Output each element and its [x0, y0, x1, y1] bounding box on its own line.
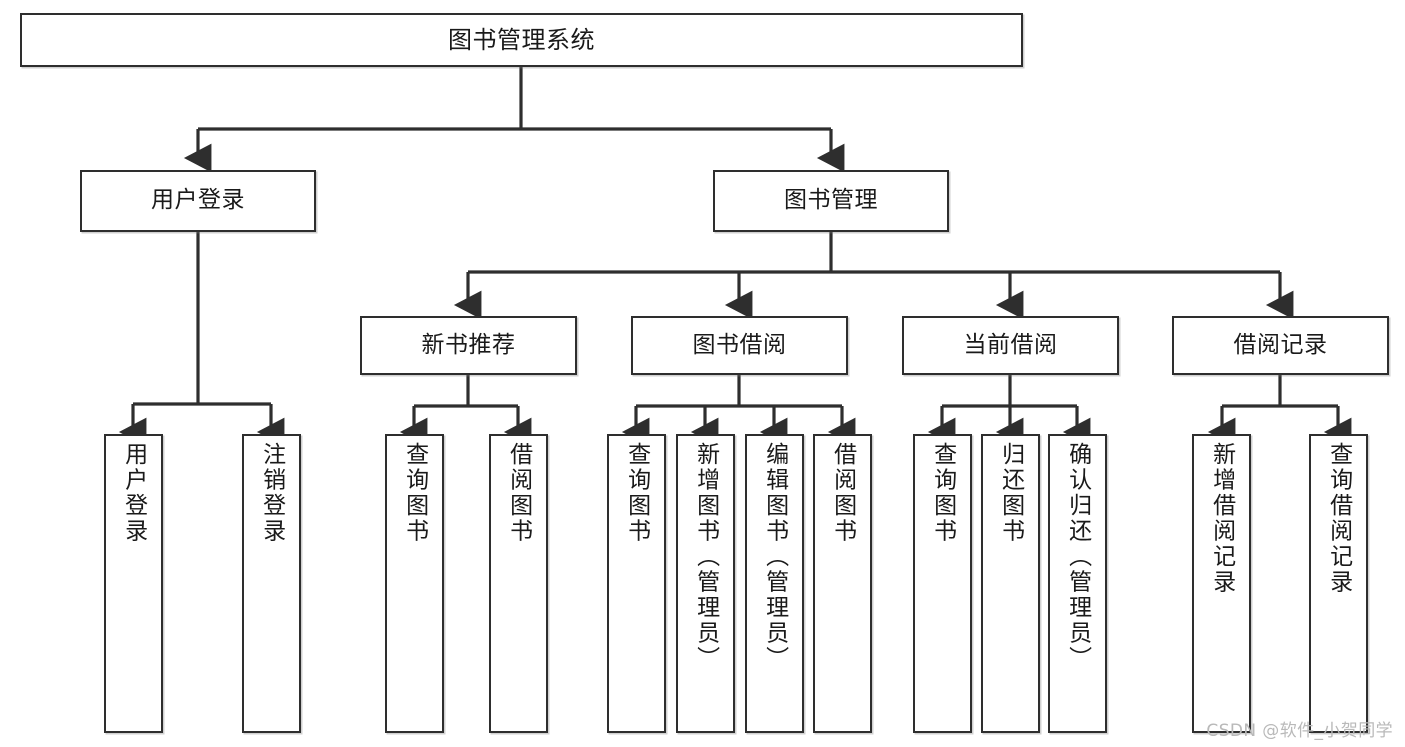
- node-label: 编辑图书（管理员）: [761, 442, 788, 672]
- node-label: 新增借阅记录: [1208, 442, 1235, 595]
- node-leaf-add-book[interactable]: 新增图书（管理员）: [676, 434, 735, 733]
- node-label: 用户登录: [120, 442, 147, 544]
- node-label: 确认归还（管理员）: [1064, 442, 1091, 672]
- node-leaf-query-book-2[interactable]: 查询图书: [607, 434, 666, 733]
- node-borrow-record[interactable]: 借阅记录: [1172, 316, 1389, 375]
- node-label: 新书推荐: [421, 331, 516, 358]
- node-label: 借阅记录: [1233, 331, 1328, 358]
- node-label: 当前借阅: [963, 331, 1058, 358]
- node-leaf-edit-book[interactable]: 编辑图书（管理员）: [745, 434, 804, 733]
- node-label: 查询图书: [623, 442, 650, 544]
- node-label: 查询图书: [401, 442, 428, 544]
- node-leaf-query-borrow-record[interactable]: 查询借阅记录: [1309, 434, 1368, 733]
- node-user-login[interactable]: 用户登录: [80, 170, 316, 232]
- node-label: 借阅图书: [829, 442, 856, 544]
- node-label: 图书管理: [784, 187, 878, 214]
- node-label: 查询借阅记录: [1325, 442, 1352, 595]
- node-leaf-add-borrow-record[interactable]: 新增借阅记录: [1192, 434, 1251, 733]
- node-label: 注销登录: [258, 442, 285, 544]
- node-label: 新增图书（管理员）: [692, 442, 719, 672]
- node-leaf-user-login[interactable]: 用户登录: [104, 434, 163, 733]
- node-current-borrow[interactable]: 当前借阅: [902, 316, 1119, 375]
- node-leaf-return-book[interactable]: 归还图书: [981, 434, 1040, 733]
- node-leaf-confirm-return[interactable]: 确认归还（管理员）: [1048, 434, 1107, 733]
- node-label: 用户登录: [151, 187, 245, 214]
- node-leaf-borrow-book-1[interactable]: 借阅图书: [489, 434, 548, 733]
- watermark-credit: CSDN @软件_小贺同学: [1206, 721, 1393, 741]
- node-leaf-borrow-book-2[interactable]: 借阅图书: [813, 434, 872, 733]
- node-label: 图书管理系统: [448, 25, 595, 54]
- node-leaf-query-book-1[interactable]: 查询图书: [385, 434, 444, 733]
- node-label: 图书借阅: [692, 331, 787, 358]
- node-new-book-recommend[interactable]: 新书推荐: [360, 316, 577, 375]
- node-book-management[interactable]: 图书管理: [713, 170, 949, 232]
- node-leaf-query-book-3[interactable]: 查询图书: [913, 434, 972, 733]
- node-root-system[interactable]: 图书管理系统: [20, 13, 1023, 67]
- node-label: 借阅图书: [505, 442, 532, 544]
- node-label: 归还图书: [997, 442, 1024, 544]
- node-leaf-logout-login[interactable]: 注销登录: [242, 434, 301, 733]
- node-book-borrow[interactable]: 图书借阅: [631, 316, 848, 375]
- node-label: 查询图书: [929, 442, 956, 544]
